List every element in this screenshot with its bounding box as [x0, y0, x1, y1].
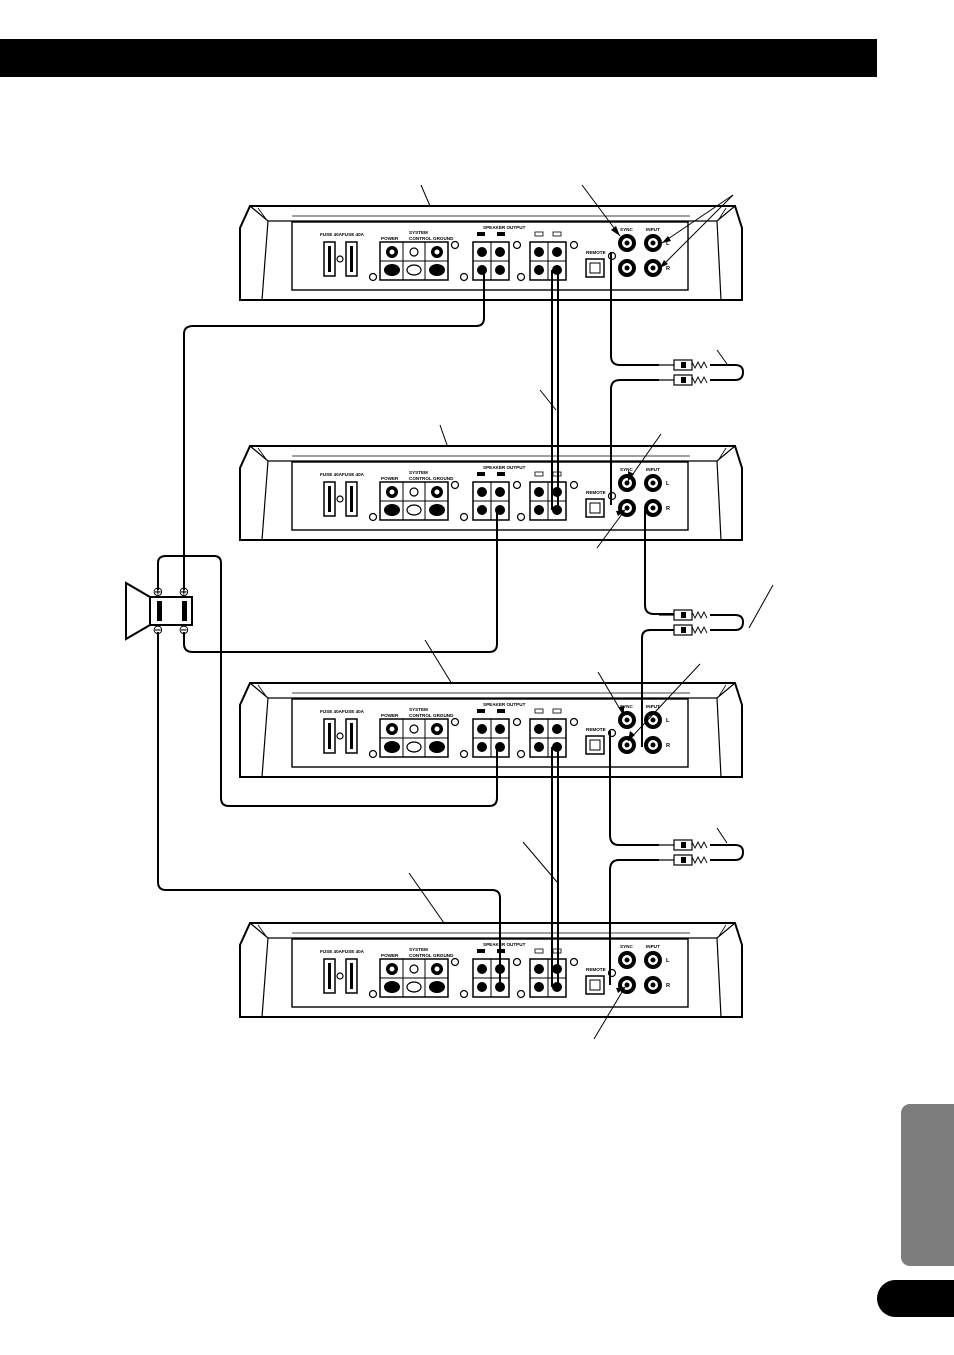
power-label: POWER: [381, 713, 399, 718]
power-label: POWER: [381, 953, 399, 958]
input-r-label: R: [666, 743, 670, 749]
remote-label: REMOTE: [586, 727, 606, 732]
rca-plug-icon: [658, 839, 744, 866]
power-label: POWER: [381, 476, 399, 481]
remote-label: REMOTE: [586, 967, 606, 972]
amplifier-1: FUSE 40A FUSE 40A POWER SYSTEM CONTROL G…: [239, 205, 743, 301]
remote-label: REMOTE: [586, 250, 606, 255]
amplifier-4: FUSE 40A FUSE 40A POWER SYSTEM CONTROL G…: [239, 922, 743, 1018]
speaker-output-label: SPEAKER OUTPUT: [483, 225, 526, 230]
fuse-label-1: FUSE 40A: [320, 232, 343, 237]
amplifier-2: FUSE 40A FUSE 40A POWER SYSTEM CONTROL G…: [239, 445, 743, 541]
speaker-icon: [125, 581, 193, 641]
system-label: SYSTEM: [409, 230, 428, 235]
fuse-label-1: FUSE 40A: [320, 472, 343, 477]
system-label: SYSTEM: [409, 707, 428, 712]
fuse-label-2: FUSE 40A: [342, 949, 365, 954]
callout-arrowheads: [611, 226, 671, 993]
ground-label: GROUND: [433, 713, 454, 718]
control-label: CONTROL: [409, 713, 432, 718]
system-label: SYSTEM: [409, 947, 428, 952]
rca-cables: [609, 252, 674, 985]
input-label: INPUT: [646, 467, 660, 472]
input-r-label: R: [666, 266, 670, 272]
sync-label: SYNC: [620, 944, 633, 949]
control-label: CONTROL: [409, 236, 432, 241]
speaker-wires: [157, 270, 559, 987]
sync-label: SYNC: [620, 467, 633, 472]
fuse-label-2: FUSE 40A: [342, 709, 365, 714]
rca-plug-icon: [658, 359, 744, 386]
system-label: SYSTEM: [409, 470, 428, 475]
speaker-output-label: SPEAKER OUTPUT: [483, 942, 526, 947]
fuse-label-2: FUSE 40A: [342, 232, 365, 237]
input-label: INPUT: [646, 944, 660, 949]
control-label: CONTROL: [409, 953, 432, 958]
input-label: INPUT: [646, 227, 660, 232]
input-l-label: L: [666, 241, 670, 247]
sync-label: SYNC: [620, 704, 633, 709]
page-number-pill: [877, 1280, 954, 1317]
header-bar: [0, 39, 877, 77]
speaker-minus-right: ⊖: [179, 623, 190, 638]
control-label: CONTROL: [409, 476, 432, 481]
speaker-plus-right: ⊕: [179, 585, 190, 600]
speaker-output-label: SPEAKER OUTPUT: [483, 465, 526, 470]
speaker-minus-left: ⊖: [153, 623, 164, 638]
ground-label: GROUND: [433, 476, 454, 481]
callout-leaders: [408, 184, 774, 1040]
speaker-output-label: SPEAKER OUTPUT: [483, 702, 526, 707]
fuse-label-2: FUSE 40A: [342, 472, 365, 477]
speaker-plus-left: ⊕: [153, 585, 164, 600]
input-l-label: L: [666, 718, 670, 724]
sync-label: SYNC: [620, 227, 633, 232]
input-l-label: L: [666, 958, 670, 964]
ground-label: GROUND: [433, 236, 454, 241]
ground-label: GROUND: [433, 953, 454, 958]
side-language-tab: [901, 1104, 954, 1266]
input-l-label: L: [666, 481, 670, 487]
power-label: POWER: [381, 236, 399, 241]
input-r-label: R: [666, 983, 670, 989]
remote-label: REMOTE: [586, 490, 606, 495]
fuse-label-1: FUSE 40A: [320, 709, 343, 714]
amplifier-3: FUSE 40A FUSE 40A POWER SYSTEM CONTROL G…: [239, 682, 743, 778]
fuse-label-1: FUSE 40A: [320, 949, 343, 954]
input-r-label: R: [666, 506, 670, 512]
input-label: INPUT: [646, 704, 660, 709]
